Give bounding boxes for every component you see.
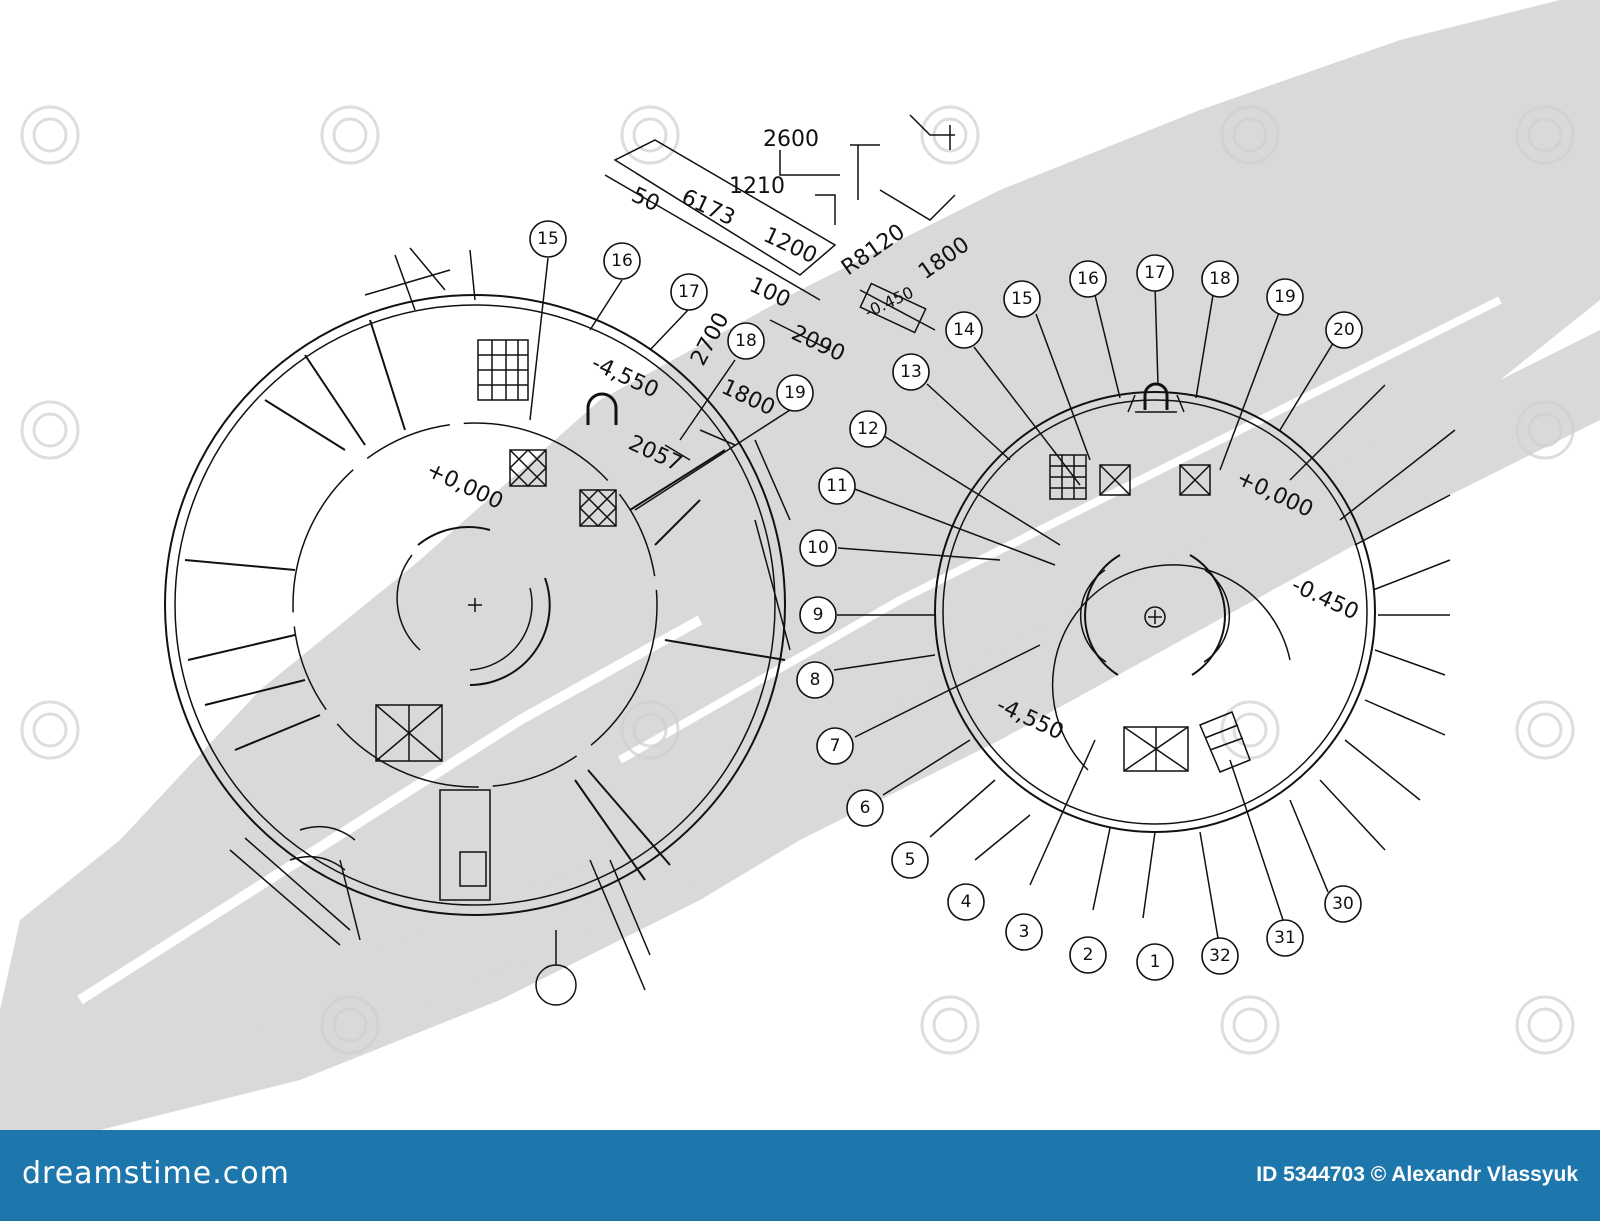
brand-logo-text[interactable]: dreamstime.com bbox=[22, 1156, 290, 1191]
svg-text:1: 1 bbox=[1150, 952, 1161, 972]
right-axis-bubble: 30 bbox=[1324, 885, 1362, 923]
svg-text:32: 32 bbox=[1209, 946, 1231, 966]
right-leaders bbox=[833, 284, 1456, 939]
svg-text:6: 6 bbox=[860, 798, 871, 818]
right-axis-bubble: 4 bbox=[947, 883, 985, 921]
left-axis-bubble: 18 bbox=[727, 322, 765, 360]
svg-text:14: 14 bbox=[953, 320, 975, 340]
right-axis-bubble: 15 bbox=[1003, 280, 1041, 318]
left-floor-plan bbox=[164, 247, 791, 1006]
svg-text:3: 3 bbox=[1019, 922, 1030, 942]
right-axis-bubble: 14 bbox=[945, 311, 983, 349]
right-axis-bubble: 2 bbox=[1069, 936, 1107, 974]
svg-text:20: 20 bbox=[1333, 320, 1355, 340]
svg-text:16: 16 bbox=[611, 251, 633, 271]
left-axis-bubble: 15 bbox=[529, 220, 567, 258]
right-axis-bubble: 31 bbox=[1266, 919, 1304, 957]
svg-text:2: 2 bbox=[1083, 945, 1094, 965]
svg-text:18: 18 bbox=[735, 331, 757, 351]
right-axis-bubble: 20 bbox=[1325, 311, 1363, 349]
svg-text:12: 12 bbox=[857, 419, 879, 439]
svg-text:30: 30 bbox=[1332, 894, 1354, 914]
architectural-drawing: 15 16 17 18 19 +0,000 -4,550 2600 1210 5… bbox=[0, 0, 1600, 1130]
svg-text:8: 8 bbox=[810, 670, 821, 690]
svg-text:15: 15 bbox=[537, 229, 559, 249]
right-level-minus-small: -0.450 bbox=[1287, 573, 1362, 626]
right-axis-bubble: 11 bbox=[818, 467, 856, 505]
svg-text:4: 4 bbox=[961, 892, 972, 912]
right-axis-bubble: 8 bbox=[796, 661, 834, 699]
right-axis-bubble: 9 bbox=[799, 596, 837, 634]
left-axis-bubble: 17 bbox=[670, 273, 708, 311]
dimension-block bbox=[604, 114, 956, 461]
svg-text:13: 13 bbox=[900, 362, 922, 382]
right-axis-bubble: 16 bbox=[1069, 260, 1107, 298]
svg-text:10: 10 bbox=[807, 538, 829, 558]
svg-text:19: 19 bbox=[1274, 287, 1296, 307]
svg-text:7: 7 bbox=[830, 736, 841, 756]
svg-text:19: 19 bbox=[784, 383, 806, 403]
image-credit: ID 5344703 © Alexandr Vlassyuk bbox=[1256, 1163, 1578, 1186]
right-axis-bubble: 7 bbox=[816, 727, 854, 765]
right-axis-bubble: 19 bbox=[1266, 278, 1304, 316]
dimension-label: 1210 bbox=[729, 174, 785, 199]
dimension-label: 50 bbox=[627, 183, 663, 217]
svg-text:9: 9 bbox=[813, 605, 824, 625]
left-axis-bubble: 19 bbox=[776, 374, 814, 412]
dimension-label: 2600 bbox=[763, 127, 819, 152]
right-axis-bubble: 3 bbox=[1005, 913, 1043, 951]
right-axis-bubble: 10 bbox=[799, 529, 837, 567]
gray-brush-bands bbox=[0, 0, 1600, 1130]
left-leaders bbox=[529, 257, 791, 511]
dimension-label: 1200 bbox=[759, 223, 820, 269]
svg-text:16: 16 bbox=[1077, 269, 1099, 289]
footer-bar: dreamstime.com ID 5344703 © Alexandr Vla… bbox=[0, 1130, 1600, 1221]
svg-text:5: 5 bbox=[905, 850, 916, 870]
svg-text:11: 11 bbox=[826, 476, 848, 496]
svg-text:31: 31 bbox=[1274, 928, 1296, 948]
right-axis-bubble: 18 bbox=[1201, 260, 1239, 298]
right-axis-bubble: 6 bbox=[846, 789, 884, 827]
svg-text:18: 18 bbox=[1209, 269, 1231, 289]
right-floor-plan bbox=[934, 382, 1376, 833]
watermark-swirls bbox=[20, 105, 1575, 1055]
right-axis-bubble: 13 bbox=[892, 353, 930, 391]
right-axis-bubble: 1 bbox=[1136, 943, 1174, 981]
right-axis-bubble: 5 bbox=[891, 841, 929, 879]
svg-text:15: 15 bbox=[1011, 289, 1033, 309]
svg-text:17: 17 bbox=[678, 282, 700, 302]
left-level-zero: +0,000 bbox=[422, 458, 506, 515]
right-axis-bubble: 17 bbox=[1136, 254, 1174, 292]
right-axis-bubble: 32 bbox=[1201, 937, 1239, 975]
right-axis-bubble: 12 bbox=[849, 410, 887, 448]
svg-text:17: 17 bbox=[1144, 263, 1166, 283]
left-axis-bubble: 16 bbox=[603, 242, 641, 280]
